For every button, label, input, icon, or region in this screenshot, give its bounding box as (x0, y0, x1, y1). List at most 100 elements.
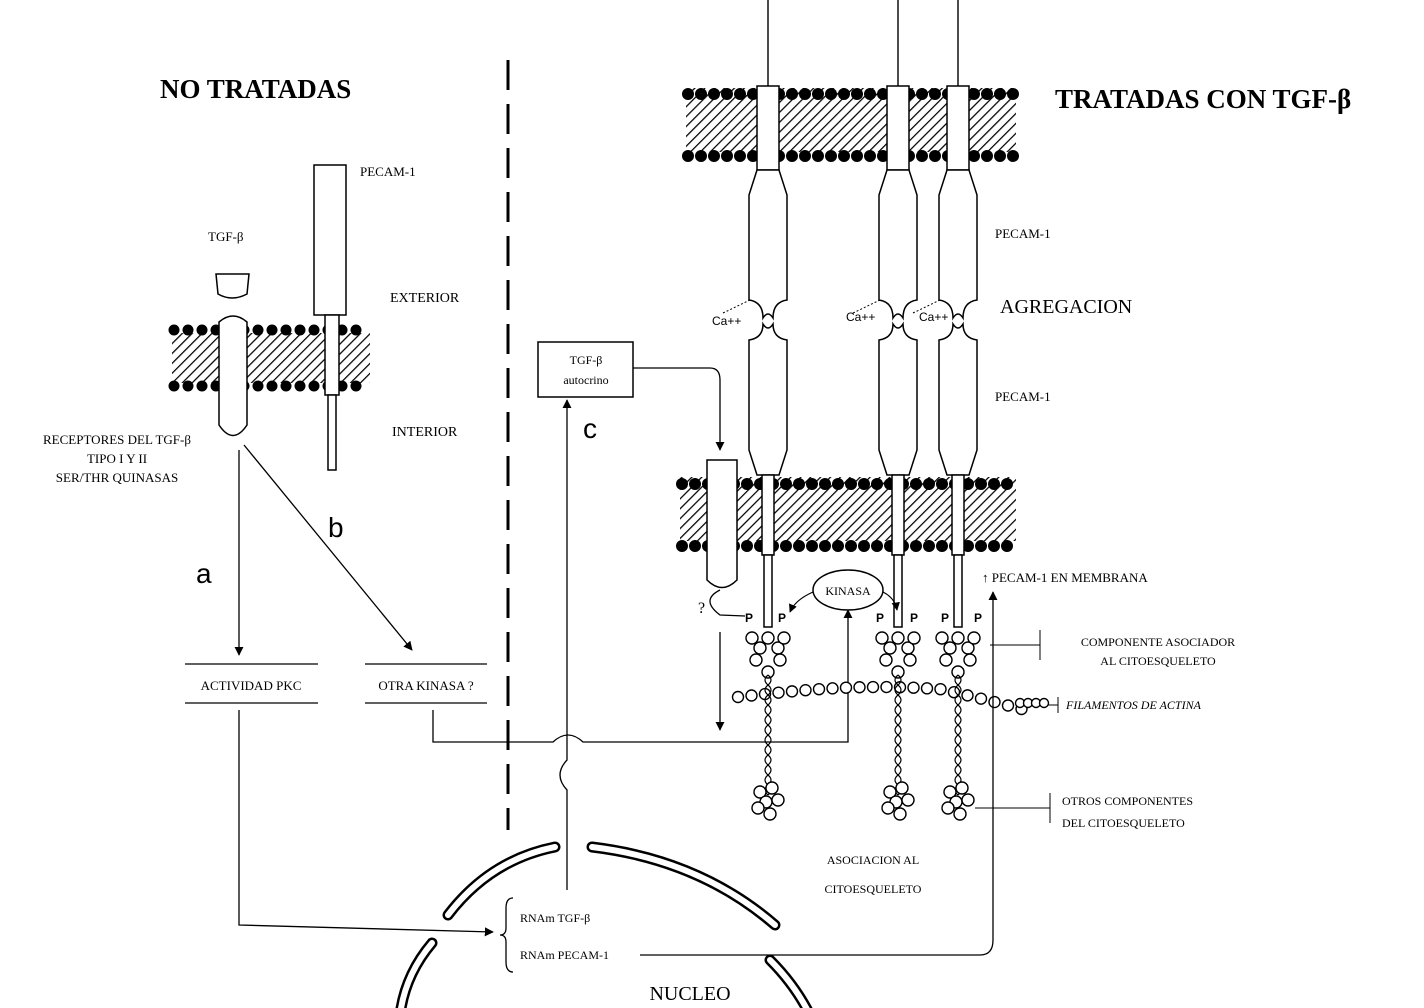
autocrine-label-1: TGF-β (570, 353, 603, 367)
lipid-head (309, 381, 320, 392)
pecam-top-label: PECAM-1 (995, 226, 1051, 241)
left-pecam-shape (314, 165, 346, 470)
cytoskeleton-bead (766, 782, 778, 794)
kinase-pathway-line (433, 610, 848, 742)
lipid-head (267, 381, 278, 392)
actin-bead (922, 683, 933, 694)
lipid-head (975, 478, 987, 490)
receptor-label-1: RECEPTORES DEL TGF-β (43, 432, 191, 447)
lipid-head (793, 478, 805, 490)
assoc-ring (908, 632, 920, 644)
phospho-6: P (974, 611, 982, 625)
interior-label: INTERIOR (392, 425, 458, 440)
pecam-tail (954, 555, 962, 627)
assoc-ring (940, 654, 952, 666)
lipid-head (351, 381, 362, 392)
tgfb-receptor-shape (219, 316, 247, 436)
lipid-head (676, 540, 688, 552)
lipid-head (871, 540, 883, 552)
calcium-link (723, 300, 750, 313)
assoc-ring (892, 632, 904, 644)
lipid-head (295, 325, 306, 336)
actin-bead (733, 692, 744, 703)
pecam-domain (879, 170, 917, 318)
lipid-head (923, 478, 935, 490)
question-mark: ? (698, 600, 705, 617)
lipid-head (864, 88, 876, 100)
nucleus-envelope-inner (400, 847, 810, 1008)
lipid-head (689, 478, 701, 490)
pecam-transmembrane (952, 475, 964, 555)
cytoskeleton-assoc-label-1: ASOCIACION AL (827, 853, 919, 867)
aggregation-label: AGREGACION (1000, 296, 1132, 318)
lipid-head (786, 150, 798, 162)
assoc-ring (880, 654, 892, 666)
lipid-head (981, 150, 993, 162)
nucleus-label: NUCLEO (649, 983, 730, 1005)
lipid-head (682, 150, 694, 162)
lipid-head (845, 478, 857, 490)
actin-bead (976, 693, 987, 704)
assoc-ring (754, 642, 766, 654)
lipid-head (812, 88, 824, 100)
lipid-head (929, 150, 941, 162)
lipid-head (169, 381, 180, 392)
assoc-ring (968, 632, 980, 644)
lipid-head (682, 88, 694, 100)
actin-bead (881, 682, 892, 693)
lipid-head (1001, 540, 1013, 552)
assoc-ring (884, 642, 896, 654)
left-pecam-label: PECAM-1 (360, 164, 416, 179)
mrna-pecam-label: RNAm PECAM-1 (520, 948, 609, 962)
path-b-arrow (244, 445, 412, 650)
lipid-head (253, 325, 264, 336)
actin-bead (814, 684, 825, 695)
lipid-head (309, 325, 320, 336)
other-components-label-1: OTROS COMPONENTES (1062, 794, 1193, 808)
lipid-head (695, 88, 707, 100)
lipid-head (825, 150, 837, 162)
phospho-1: P (745, 611, 753, 625)
left-membrane (169, 325, 371, 392)
actin-label: FILAMENTOS DE ACTINA (1065, 698, 1202, 712)
lipid-head (1007, 150, 1019, 162)
lipid-head (832, 478, 844, 490)
lipid-head (916, 150, 928, 162)
lipid-head (994, 150, 1006, 162)
cytoskeleton-bead (954, 808, 966, 820)
lipid-head (253, 381, 264, 392)
lipid-head (799, 88, 811, 100)
actin-bead (989, 697, 1000, 708)
lipid-head (936, 540, 948, 552)
lipid-head (929, 88, 941, 100)
mrna-pecam-line (640, 900, 993, 955)
cytoskeleton (733, 632, 1049, 820)
lipid-head (267, 325, 278, 336)
autocrine-box (538, 342, 633, 397)
receptor-label-3: SER/THR QUINASAS (56, 470, 178, 485)
lipid-head (799, 150, 811, 162)
assoc-ring (778, 632, 790, 644)
right-tgfb-receptor-shape (707, 460, 737, 588)
lipid-head (708, 88, 720, 100)
lipid-head (832, 540, 844, 552)
lipid-head (721, 150, 733, 162)
assoc-ring (746, 632, 758, 644)
pecam-tail (894, 555, 902, 627)
autocrine-to-receptor-arrow (633, 368, 720, 450)
exterior-label: EXTERIOR (390, 291, 460, 306)
assoc-component-label-1: COMPONENTE ASOCIADOR (1081, 635, 1235, 649)
assoc-ring (944, 642, 956, 654)
lipid-head (994, 88, 1006, 100)
mrna-bracket (500, 898, 513, 972)
pecam-transmembrane (887, 86, 909, 170)
left-tgfb-label: TGF-β (208, 229, 244, 244)
pecam-domain (749, 170, 787, 318)
lipid-head (968, 88, 980, 100)
lipid-head (851, 88, 863, 100)
cytoskeleton-assoc-label-2: CITOESQUELETO (825, 882, 922, 896)
lipid-head (741, 478, 753, 490)
heading-treated: TRATADAS CON TGF-β (1055, 84, 1351, 114)
assoc-ring (876, 632, 888, 644)
